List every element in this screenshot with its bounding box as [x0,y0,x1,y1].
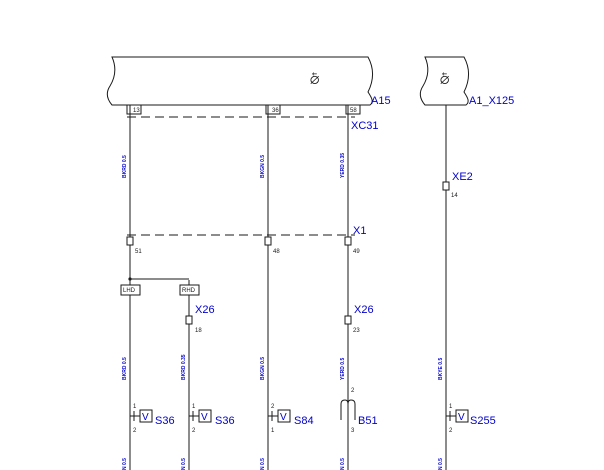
x26a-connector [185,315,193,325]
sensor-b51: B51 2 3 [340,388,378,434]
svg-text:V: V [201,412,208,423]
wire-3-label-top: YERD 0.35 [340,153,346,178]
svg-text:1: 1 [271,428,275,434]
x1-pin-3: 49 [353,249,360,255]
svg-text:2: 2 [449,428,453,434]
svg-text:S255: S255 [470,415,496,427]
module-a1x125-label: A1_X125 [469,95,514,107]
wire-4-label-bottom: BKYE 0.5 [438,358,444,380]
bottom-wire-label-3: N 0.5 [260,458,266,470]
x1-connector-2 [264,236,272,246]
x1-connector-3 [344,236,352,246]
module-a1x125-ground-glyph: ⦴ [440,71,449,87]
svg-text:2: 2 [192,428,196,434]
switch-s255: V S255 1 2 [446,404,496,434]
svg-text:V: V [458,412,465,423]
svg-text:B51: B51 [358,415,378,427]
wire-1b-label-bottom: BKRD 0.35 [181,354,187,380]
bottom-wire-label-1: N 0.5 [122,458,128,470]
xe2-connector [442,181,450,191]
switch-s84: V S84 2 1 [268,404,314,434]
xc31-label: XC31 [351,120,379,132]
xe2-label: XE2 [452,171,473,183]
wire-2-label-top: BKGN 0.5 [260,155,266,178]
a15-pin-box [345,104,361,115]
svg-text:V: V [280,412,287,423]
svg-text:S36: S36 [155,415,175,427]
switch-s36-right: V S36 1 2 [189,404,235,434]
x26b-connector [344,315,352,325]
module-a15-outline [106,56,373,106]
a15-pin-3: 58 [350,108,357,114]
svg-text:V: V [142,412,149,423]
svg-text:S84: S84 [294,415,314,427]
switch-s36-left: V S36 1 2 [130,404,175,434]
svg-text:2: 2 [271,404,275,410]
x26b-pin: 23 [353,328,360,334]
svg-text:1: 1 [192,404,196,410]
module-a15-label: A15 [371,95,391,107]
a15-pin-box [126,104,142,115]
bottom-wire-label-2: N 0.5 [181,458,187,470]
svg-text:2: 2 [133,428,137,434]
svg-text:1: 1 [449,404,453,410]
svg-text:3: 3 [351,428,355,434]
x1-pin-2: 48 [273,249,280,255]
rhd-option-box [179,284,200,296]
x26a-pin: 18 [195,328,202,334]
a15-pin-2: 36 [272,108,279,114]
a15-pin-1: 13 [133,108,140,114]
x1-pin-1: 51 [135,249,142,255]
wire-1-label-top: BKRD 0.5 [122,155,128,178]
a15-pin-box [265,104,281,115]
bottom-wire-label-5: N 0.5 [438,458,444,470]
rhd-option-label: RHD [182,288,196,294]
x26a-label: X26 [195,304,215,316]
svg-text:S36: S36 [215,415,235,427]
lhd-option-label: LHD [123,288,136,294]
bottom-wire-label-4: N 0.5 [340,458,346,470]
wire-3-label-bottom: YERD 0.5 [340,358,346,380]
x1-connector-1 [126,236,134,246]
wire-2-label-bottom: BKGN 0.5 [260,357,266,380]
xe2-pin: 14 [451,193,458,199]
svg-text:2: 2 [351,388,355,394]
module-a1x125-outline [419,56,469,106]
module-a15-ground-glyph: ⦴ [310,71,319,87]
svg-text:1: 1 [133,404,137,410]
wire-1-label-bottom: BKRD 0.5 [122,357,128,380]
x26b-label: X26 [354,304,374,316]
x1-label: X1 [353,225,366,237]
lhd-option-box [120,284,141,296]
